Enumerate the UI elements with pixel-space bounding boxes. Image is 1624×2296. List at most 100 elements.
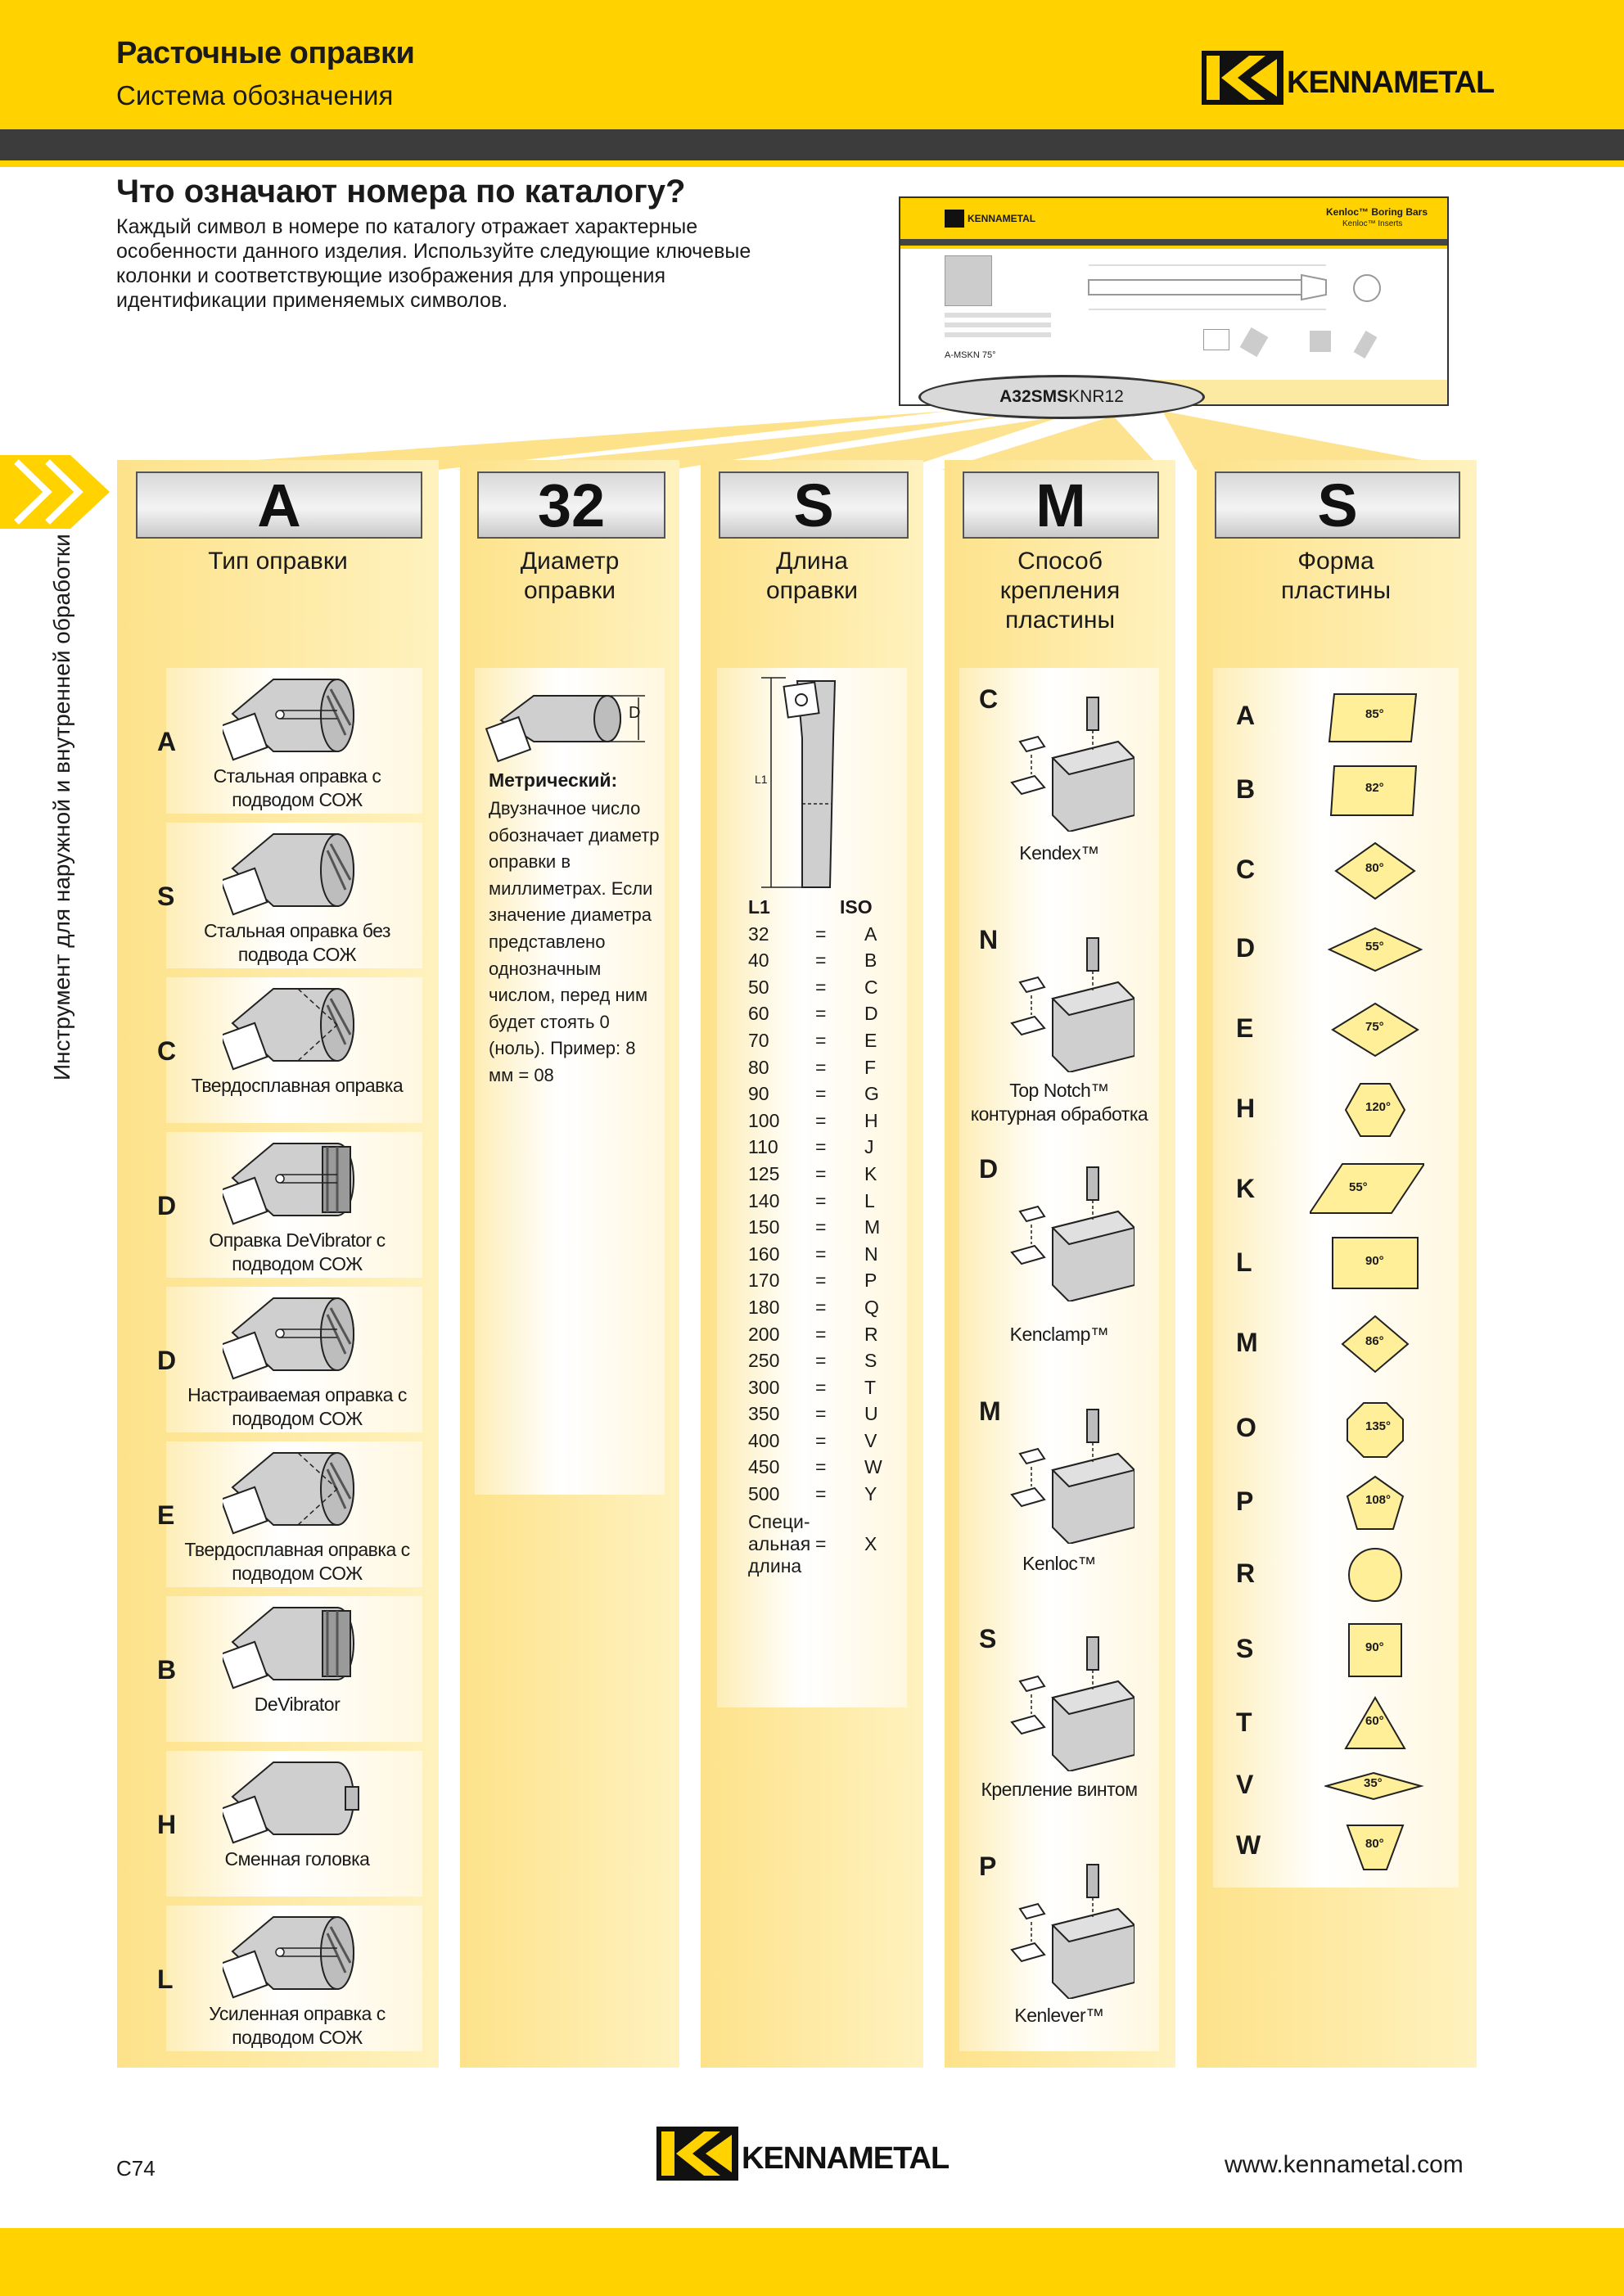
- dim-label-L1: L1: [755, 773, 768, 786]
- insert-angle-label: 60°: [1365, 1714, 1384, 1728]
- clamping-letter: P: [979, 1852, 997, 1881]
- length-value: 140: [748, 1189, 780, 1211]
- length-iso-code: H: [864, 1109, 878, 1131]
- clamping-exploded-view-icon: [1010, 697, 1135, 832]
- code-box-32: 32: [477, 471, 665, 539]
- length-iso-code: C: [864, 976, 878, 998]
- length-equals: =: [815, 1189, 827, 1211]
- insert-shape-m-icon: [1341, 1315, 1410, 1374]
- column-title-length: Длина оправки: [765, 548, 859, 604]
- length-equals: =: [815, 1270, 827, 1292]
- insert-shape-k-icon: [1310, 1163, 1424, 1214]
- length-table-row: 110=J: [748, 1134, 882, 1161]
- insert-shape-c-icon: [1334, 841, 1416, 900]
- insert-shape-b-icon: [1329, 765, 1418, 816]
- length-iso-code: B: [864, 950, 877, 972]
- length-iso-code: J: [864, 1136, 874, 1158]
- insert-shape-letter: M: [1236, 1328, 1258, 1357]
- length-equals: =: [815, 950, 827, 972]
- bar-type-letter: S: [157, 882, 175, 911]
- length-equals: =: [815, 976, 827, 998]
- length-iso-code: V: [864, 1429, 877, 1451]
- insert-shape-r-icon: [1348, 1548, 1402, 1602]
- length-equals: =: [815, 1216, 827, 1238]
- thumb-title: Kenloc™ Boring Bars: [1326, 206, 1428, 218]
- length-table-row: 100=H: [748, 1107, 882, 1134]
- header-thin-band: [0, 160, 1624, 167]
- length-iso-code: P: [864, 1270, 877, 1292]
- length-table-row: 32=A: [748, 921, 882, 948]
- header-brand-text: KENNAMETAL: [1287, 65, 1495, 100]
- footer-url-link[interactable]: www.kennametal.com: [1225, 2151, 1464, 2178]
- length-value: 150: [748, 1216, 780, 1238]
- bar-type-letter: B: [157, 1655, 177, 1685]
- length-iso-code: D: [864, 1003, 878, 1025]
- code-box-M: M: [963, 471, 1159, 539]
- length-iso-code: A: [864, 922, 877, 945]
- bar-type-caption: Твердосплавная оправка: [191, 1075, 404, 1096]
- length-equals: =: [815, 1429, 827, 1451]
- insert-shape-s-icon: [1348, 1623, 1402, 1677]
- length-value: 110: [748, 1136, 778, 1158]
- dim-label-D: D: [629, 704, 641, 722]
- length-value: 160: [748, 1243, 780, 1265]
- diameter-desc: Двузначное число обозначает диаметр опра…: [489, 798, 660, 1085]
- length-special-eq: =: [815, 1532, 827, 1554]
- length-equals: =: [815, 1109, 827, 1131]
- insert-angle-label: 82°: [1365, 781, 1384, 795]
- length-value: 450: [748, 1456, 780, 1478]
- insert-shape-letter: T: [1236, 1707, 1252, 1737]
- length-equals: =: [815, 1029, 827, 1051]
- length-value: 90: [748, 1083, 769, 1105]
- length-iso-code: K: [864, 1162, 877, 1184]
- boring-bar-drawing-icon: [223, 833, 354, 916]
- insert-angle-label: 85°: [1365, 707, 1384, 721]
- length-value: 60: [748, 1003, 769, 1025]
- intro-text: Каждый символ в номере по каталогу отраж…: [116, 215, 751, 312]
- length-table-row: 200=R: [748, 1321, 882, 1348]
- insert-shape-letter: O: [1236, 1413, 1256, 1442]
- length-equals: =: [815, 1083, 827, 1105]
- clamping-caption: Kenclamp™: [1009, 1324, 1109, 1345]
- length-table-row: 50=C: [748, 974, 882, 1001]
- insert-shape-letter: K: [1236, 1174, 1256, 1203]
- clamping-caption: Kendex™: [1019, 842, 1099, 864]
- insert-shape-d-icon: [1327, 927, 1423, 972]
- example-code-rest: KNR12: [1068, 387, 1124, 406]
- length-table-row: 70=E: [748, 1027, 882, 1054]
- bar-type-caption: Стальная оправка без подвода СОЖ: [204, 920, 390, 965]
- insert-angle-label: 80°: [1365, 861, 1384, 875]
- thumb-drawing-icon: [1088, 264, 1381, 310]
- length-equals: =: [815, 1403, 827, 1425]
- column-title-diameter: Диаметр оправки: [520, 548, 620, 604]
- length-table-row: 180=Q: [748, 1294, 882, 1321]
- length-equals: =: [815, 1323, 827, 1345]
- insert-shape-letter: B: [1236, 774, 1256, 804]
- clamping-exploded-view-icon: [1010, 1166, 1135, 1301]
- insert-shape-letter: P: [1236, 1486, 1254, 1516]
- length-value: 500: [748, 1483, 780, 1505]
- boring-bar-drawing-icon: [223, 1297, 354, 1380]
- side-label: Инструмент для наружной и внутренней обр…: [49, 534, 74, 1080]
- clamping-caption: Kenloc™: [1022, 1553, 1096, 1574]
- insert-shape-letter: R: [1236, 1558, 1256, 1588]
- insert-shape-v-icon: [1324, 1771, 1424, 1801]
- length-iso-code: W: [864, 1456, 882, 1478]
- length-table-row: 250=S: [748, 1347, 882, 1374]
- length-equals: =: [815, 1376, 827, 1398]
- insert-angle-label: 55°: [1349, 1180, 1368, 1194]
- length-iso-code: T: [864, 1376, 877, 1398]
- length-value: 400: [748, 1429, 780, 1451]
- page-number: C74: [116, 2156, 156, 2181]
- length-equals: =: [815, 1162, 827, 1184]
- insert-angle-label: 108°: [1365, 1493, 1392, 1507]
- catalog-page-thumbnail: KENNAMETAL Kenloc™ Boring Bars Kenloc™ I…: [899, 196, 1449, 406]
- length-iso-code: N: [864, 1243, 878, 1265]
- length-iso-code: S: [864, 1350, 877, 1372]
- callout-connectors: [117, 411, 1473, 470]
- clamping-exploded-view-icon: [1010, 1409, 1135, 1544]
- diameter-cell: [475, 668, 665, 1495]
- insert-angle-label: 55°: [1365, 940, 1384, 954]
- insert-shape-letter: C: [1236, 855, 1256, 884]
